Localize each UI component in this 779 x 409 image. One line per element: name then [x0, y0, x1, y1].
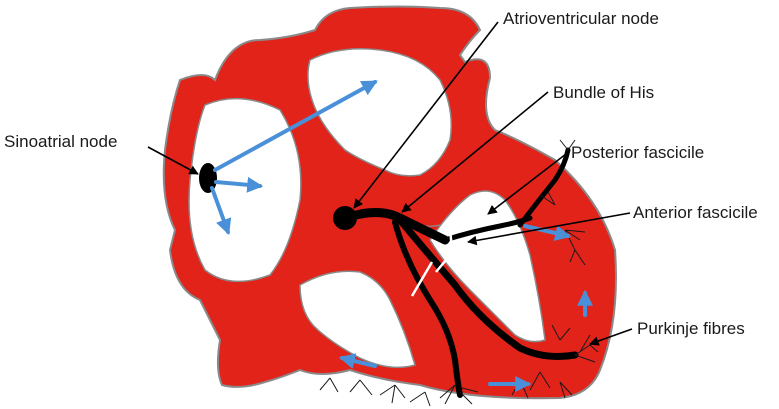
label-purkinje: Purkinje fibres	[637, 319, 745, 338]
label-bundle-of-his: Bundle of His	[553, 83, 654, 102]
label-av-node: Atrioventricular node	[503, 9, 659, 28]
label-anterior-fascicle: Anterior fascicile	[633, 203, 758, 222]
label-posterior-fascicle: Posterior fascicile	[571, 143, 704, 162]
label-sa-node: Sinoatrial node	[4, 132, 117, 151]
